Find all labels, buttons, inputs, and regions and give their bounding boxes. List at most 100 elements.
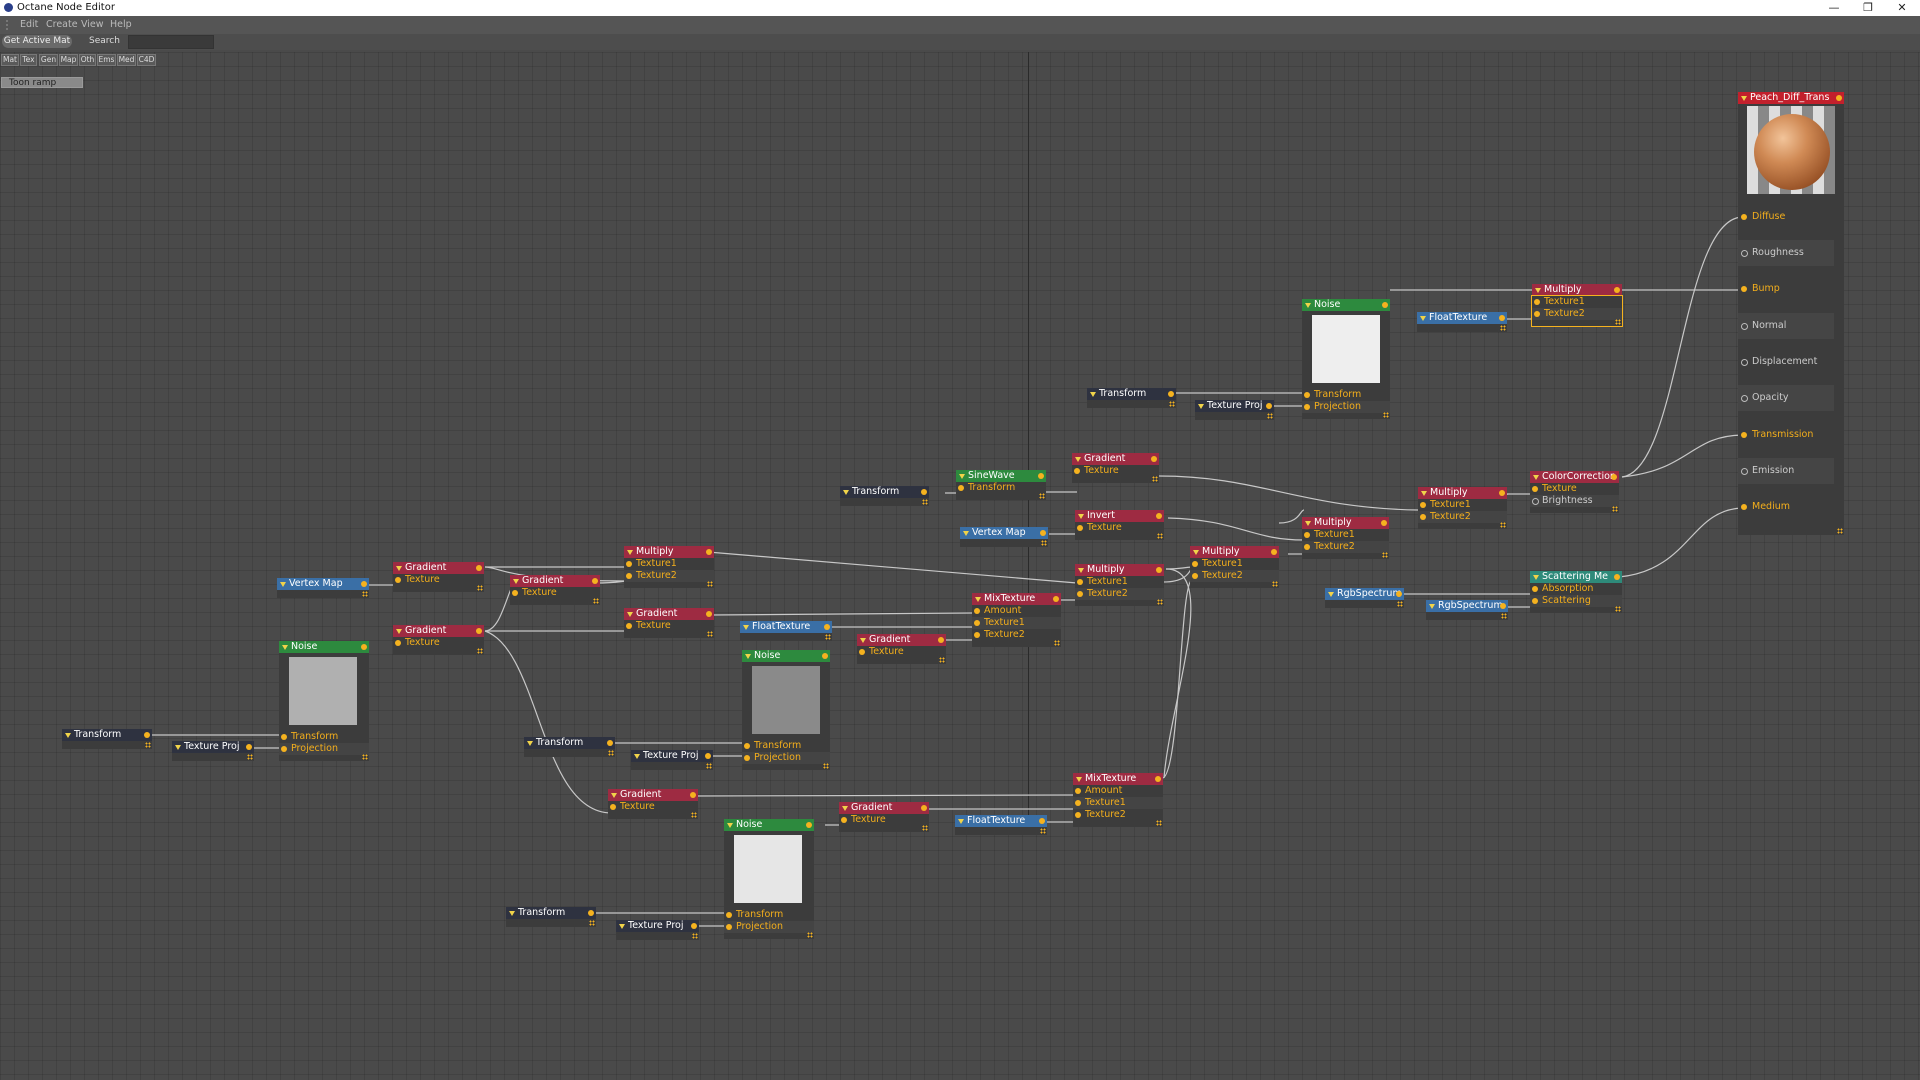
output-pin[interactable] [1053,596,1059,602]
resize-handle-icon[interactable] [362,754,368,760]
output-pin[interactable] [1039,818,1045,824]
pin-medium[interactable]: Medium [1738,494,1834,520]
node-gradient-e[interactable]: Gradient Texture [857,634,946,664]
resize-handle-icon[interactable] [1615,606,1621,612]
input-projection[interactable]: Projection [279,743,369,755]
tab-c4d[interactable]: C4D [137,54,156,66]
input-texture2[interactable]: Texture2 [972,629,1061,641]
node-multiply-bump[interactable]: Multiply Texture1 Texture2 [1531,284,1623,327]
node-noise-bottom[interactable]: Noise Transform Projection [724,819,814,939]
input-brightness[interactable]: Brightness [1530,495,1619,507]
node-gradient-d[interactable]: Gradient Texture [624,608,714,638]
node-gradient-sine[interactable]: Gradient Texture [1072,453,1159,483]
resize-handle-icon[interactable] [145,742,151,748]
output-pin[interactable] [592,578,598,584]
resize-handle-icon[interactable] [707,631,713,637]
input-transform[interactable]: Transform [742,740,830,752]
input-texture1[interactable]: Texture1 [1190,558,1279,570]
node-mixtexture-1[interactable]: MixTexture Amount Texture1 Texture2 [972,593,1061,647]
node-canvas[interactable] [0,52,1920,1080]
resize-handle-icon[interactable] [922,499,928,505]
pin-emission[interactable]: Emission [1738,458,1834,484]
input-texture2[interactable]: Texture2 [624,570,714,582]
resize-handle-icon[interactable] [1397,601,1403,607]
tab-med[interactable]: Med [117,54,136,66]
node-multiply-right[interactable]: Multiply Texture1 Texture2 [1190,546,1279,588]
input-projection[interactable]: Projection [1302,401,1390,413]
input-texture2[interactable]: Texture2 [1532,308,1622,320]
input-texture1[interactable]: Texture1 [1418,499,1507,511]
resize-handle-icon[interactable] [1615,319,1621,325]
resize-handle-icon[interactable] [1041,540,1047,546]
output-pin[interactable] [476,628,482,634]
resize-handle-icon[interactable] [1501,613,1507,619]
input-texture[interactable]: Texture [608,801,698,813]
resize-handle-icon[interactable] [589,920,595,926]
input-texture[interactable]: Texture [624,620,714,632]
node-gradient-c[interactable]: Gradient Texture [393,625,484,655]
pin-roughness[interactable]: Roughness [1738,240,1834,266]
resize-handle-icon[interactable] [1837,528,1843,534]
resize-handle-icon[interactable] [1152,476,1158,482]
input-texture1[interactable]: Texture1 [1075,576,1164,588]
tab-tex[interactable]: Tex [20,54,37,66]
output-pin[interactable] [691,923,697,929]
node-texture-proj-bottom[interactable]: Texture Proj [616,920,699,940]
resize-handle-icon[interactable] [247,754,253,760]
node-header[interactable]: Noise [1302,299,1390,311]
restore-button[interactable]: ❐ [1863,1,1873,14]
output-pin[interactable] [705,753,711,759]
pin-normal[interactable]: Normal [1738,313,1834,339]
output-pin[interactable] [706,549,712,555]
pin-diffuse[interactable]: Diffuse [1738,204,1834,230]
output-pin[interactable] [824,624,830,630]
output-pin[interactable] [822,653,828,659]
node-gradient-a[interactable]: Gradient Texture [393,562,484,592]
resize-handle-icon[interactable] [1039,493,1045,499]
output-pin[interactable] [706,611,712,617]
node-sinewave[interactable]: SineWave Transform [956,470,1046,500]
node-floattexture-mid[interactable]: FloatTexture [740,621,832,641]
node-transform-left[interactable]: Transform [62,729,152,749]
resize-handle-icon[interactable] [823,763,829,769]
node-vertex-map-mid[interactable]: Vertex Map [960,527,1048,547]
pin-opacity[interactable]: Opacity [1738,385,1834,411]
input-texture[interactable]: Texture [510,587,600,599]
input-texture2[interactable]: Texture2 [1190,570,1279,582]
input-transform[interactable]: Transform [1302,389,1390,401]
output-pin[interactable] [1499,315,1505,321]
resize-handle-icon[interactable] [1500,522,1506,528]
input-texture[interactable]: Texture [393,637,484,649]
output-pin[interactable] [1040,530,1046,536]
resize-handle-icon[interactable] [1382,552,1388,558]
search-input[interactable] [128,35,214,49]
resize-handle-icon[interactable] [362,591,368,597]
output-pin[interactable] [1156,567,1162,573]
node-multiply-cc[interactable]: Multiply Texture1 Texture2 [1418,487,1507,529]
menu-view[interactable]: View [81,19,104,30]
output-pin[interactable] [1156,513,1162,519]
menu-edit[interactable]: Edit [20,19,39,30]
resize-handle-icon[interactable] [922,825,928,831]
output-pin[interactable] [1168,391,1174,397]
output-pin[interactable] [144,732,150,738]
input-amount[interactable]: Amount [972,605,1061,617]
input-amount[interactable]: Amount [1073,785,1163,797]
node-colorcorrection[interactable]: ColorCorrection Texture Brightness [1530,471,1619,513]
resize-handle-icon[interactable] [1156,820,1162,826]
output-pin[interactable] [1266,403,1272,409]
node-noise-mid[interactable]: Noise Transform Projection [742,650,830,770]
node-texture-proj-top[interactable]: Texture Proj [1195,400,1274,420]
node-mixtexture-2[interactable]: MixTexture Amount Texture1 Texture2 [1073,773,1163,827]
input-texture[interactable]: Texture [1072,465,1159,477]
resize-handle-icon[interactable] [477,648,483,654]
node-multiply-left[interactable]: Multiply Texture1 Texture2 [624,546,714,588]
node-floattexture-top[interactable]: FloatTexture [1417,312,1507,332]
node-vertex-map-left[interactable]: Vertex Map [277,578,369,598]
output-pin[interactable] [1151,456,1157,462]
input-scattering[interactable]: Scattering [1530,595,1622,607]
node-texture-proj-left[interactable]: Texture Proj [172,741,254,761]
node-rgbspectrum-2[interactable]: RgbSpectrum [1426,600,1508,620]
pin-transmission[interactable]: Transmission [1738,422,1834,448]
resize-handle-icon[interactable] [707,581,713,587]
